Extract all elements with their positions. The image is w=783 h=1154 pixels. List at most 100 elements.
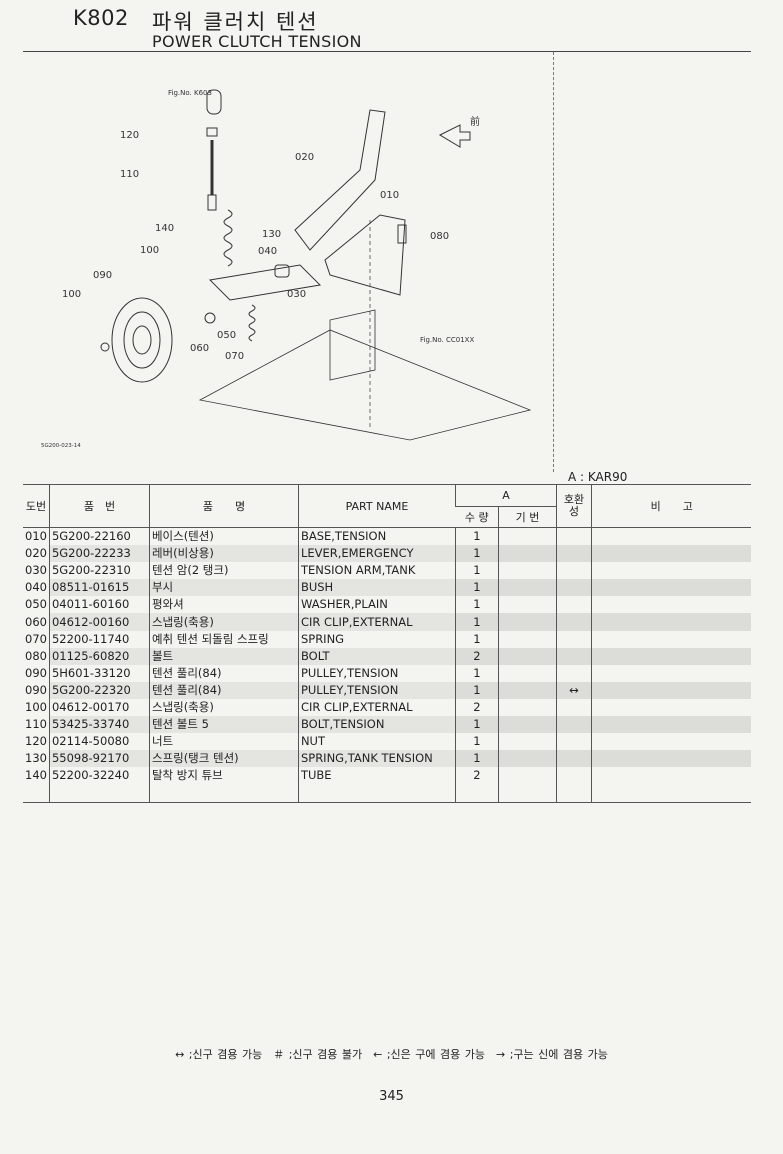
interchange-legend: ↔ ;신구 겸용 가능 ＃ ;신구 겸용 불가 ← ;신은 구에 겸용 가능 →… [175, 1048, 608, 1061]
cell-no: 030 [25, 563, 47, 578]
header-note: 비 고 [590, 484, 752, 528]
cell-no: 020 [25, 546, 47, 561]
cell-note [590, 545, 752, 563]
cell-base [497, 767, 557, 785]
cell-qty: 1 [454, 579, 499, 597]
cell-code: 5G200-22160 [48, 527, 150, 546]
tube-part [206, 89, 222, 115]
callout-050: 050 [217, 330, 236, 341]
cell-no: 130 [25, 751, 47, 766]
fig-ref-top-text: Fig.No. K603 [168, 89, 212, 97]
cell-code: 04612-00160 [48, 613, 150, 631]
bolt-eye [207, 194, 217, 211]
cell-qty: 1 [454, 613, 499, 631]
callout-020: 020 [295, 152, 314, 163]
cell-base [497, 545, 557, 563]
exploded-parts-diagram: Fig.No. K603 前 120 110 020 010 080 140 1… [41, 89, 532, 449]
header-rule [23, 51, 751, 52]
cell-int [555, 579, 592, 597]
cell-base [497, 562, 557, 580]
callout-100-b: 100 [62, 289, 81, 300]
cell-code: 5G200-22310 [48, 562, 150, 580]
cell-code: 52200-32240 [48, 767, 150, 785]
cell-no: 010 [25, 529, 47, 544]
callout-100: 100 [140, 245, 159, 256]
cell-code: 5G200-22320 [48, 681, 150, 699]
fig-ref-top: Fig.No. K603 [168, 89, 212, 97]
cell-en: LEVER,EMERGENCY [297, 545, 456, 563]
header-qty: 수 량 [455, 506, 499, 528]
cell-note [590, 750, 752, 768]
cell-int [555, 733, 592, 751]
cell-note [590, 630, 752, 648]
cell-code: 55098-92170 [48, 750, 150, 768]
cell-ko: 부시 [148, 579, 299, 597]
header-part-name: PART NAME [297, 484, 456, 528]
cell-code: 52200-11740 [48, 630, 150, 648]
cell-en: PULLEY,TENSION [297, 681, 456, 699]
model-label: A : KAR90 [568, 470, 628, 484]
cell-qty: 1 [454, 630, 499, 648]
callout-070: 070 [225, 351, 244, 362]
cell-int [555, 545, 592, 563]
cell-qty: 1 [454, 716, 499, 734]
cell-code: 5G200-22233 [48, 545, 150, 563]
cell-ko: 텐션 풀리(84) [148, 664, 299, 682]
cell-en: BUSH [297, 579, 456, 597]
front-label: 前 [470, 115, 480, 128]
cell-base [497, 733, 557, 751]
cell-no: 110 [25, 717, 47, 732]
page-title-korean: 파워 클러치 텐션 [152, 10, 319, 34]
cell-no: 050 [25, 597, 47, 612]
cell-qty: 2 [454, 698, 499, 717]
cell-note [590, 579, 752, 597]
frame-outline [198, 329, 532, 441]
cell-no: 100 [25, 699, 47, 714]
fig-ref-bottom-text: Fig.No. CC01XX [420, 336, 474, 344]
cell-base [497, 681, 557, 699]
cell-note [590, 613, 752, 631]
cell-int [555, 698, 592, 717]
cell-no: 060 [25, 614, 47, 629]
cell-note [590, 527, 752, 546]
cell-int [555, 527, 592, 546]
callout-060: 060 [190, 343, 209, 354]
cell-code: 04612-00170 [48, 698, 150, 717]
cell-code: 04011-60160 [48, 596, 150, 614]
cell-int [555, 767, 592, 785]
cell-qty: 2 [454, 647, 499, 665]
cell-ko: 레버(비상용) [148, 545, 299, 563]
cell-base [497, 716, 557, 734]
cell-base [497, 647, 557, 665]
cell-qty: 1 [454, 664, 499, 682]
cell-qty: 1 [454, 562, 499, 580]
cell-no: 070 [25, 631, 47, 646]
cell-qty: 1 [454, 750, 499, 768]
tension-base-part [324, 214, 406, 296]
cell-en: SPRING [297, 630, 456, 648]
cell-note [590, 698, 752, 717]
cell-int [555, 613, 592, 631]
header-part-no: 품 번 [48, 484, 150, 528]
header-interchange: 호환성 [555, 484, 592, 528]
cell-ko: 예취 텐션 되돌림 스프링 [148, 630, 299, 648]
cell-code: 53425-33740 [48, 716, 150, 734]
clip-part [204, 312, 216, 324]
cell-int [555, 630, 592, 648]
cell-note [590, 716, 752, 734]
cell-base [497, 527, 557, 546]
cell-code: 08511-01615 [48, 579, 150, 597]
cell-note [590, 562, 752, 580]
header-group-a: A [454, 484, 557, 507]
cell-int [555, 664, 592, 682]
cell-note [590, 767, 752, 785]
pulley-inner [123, 311, 161, 369]
cell-ko: 탈착 방지 튜브 [148, 767, 299, 785]
